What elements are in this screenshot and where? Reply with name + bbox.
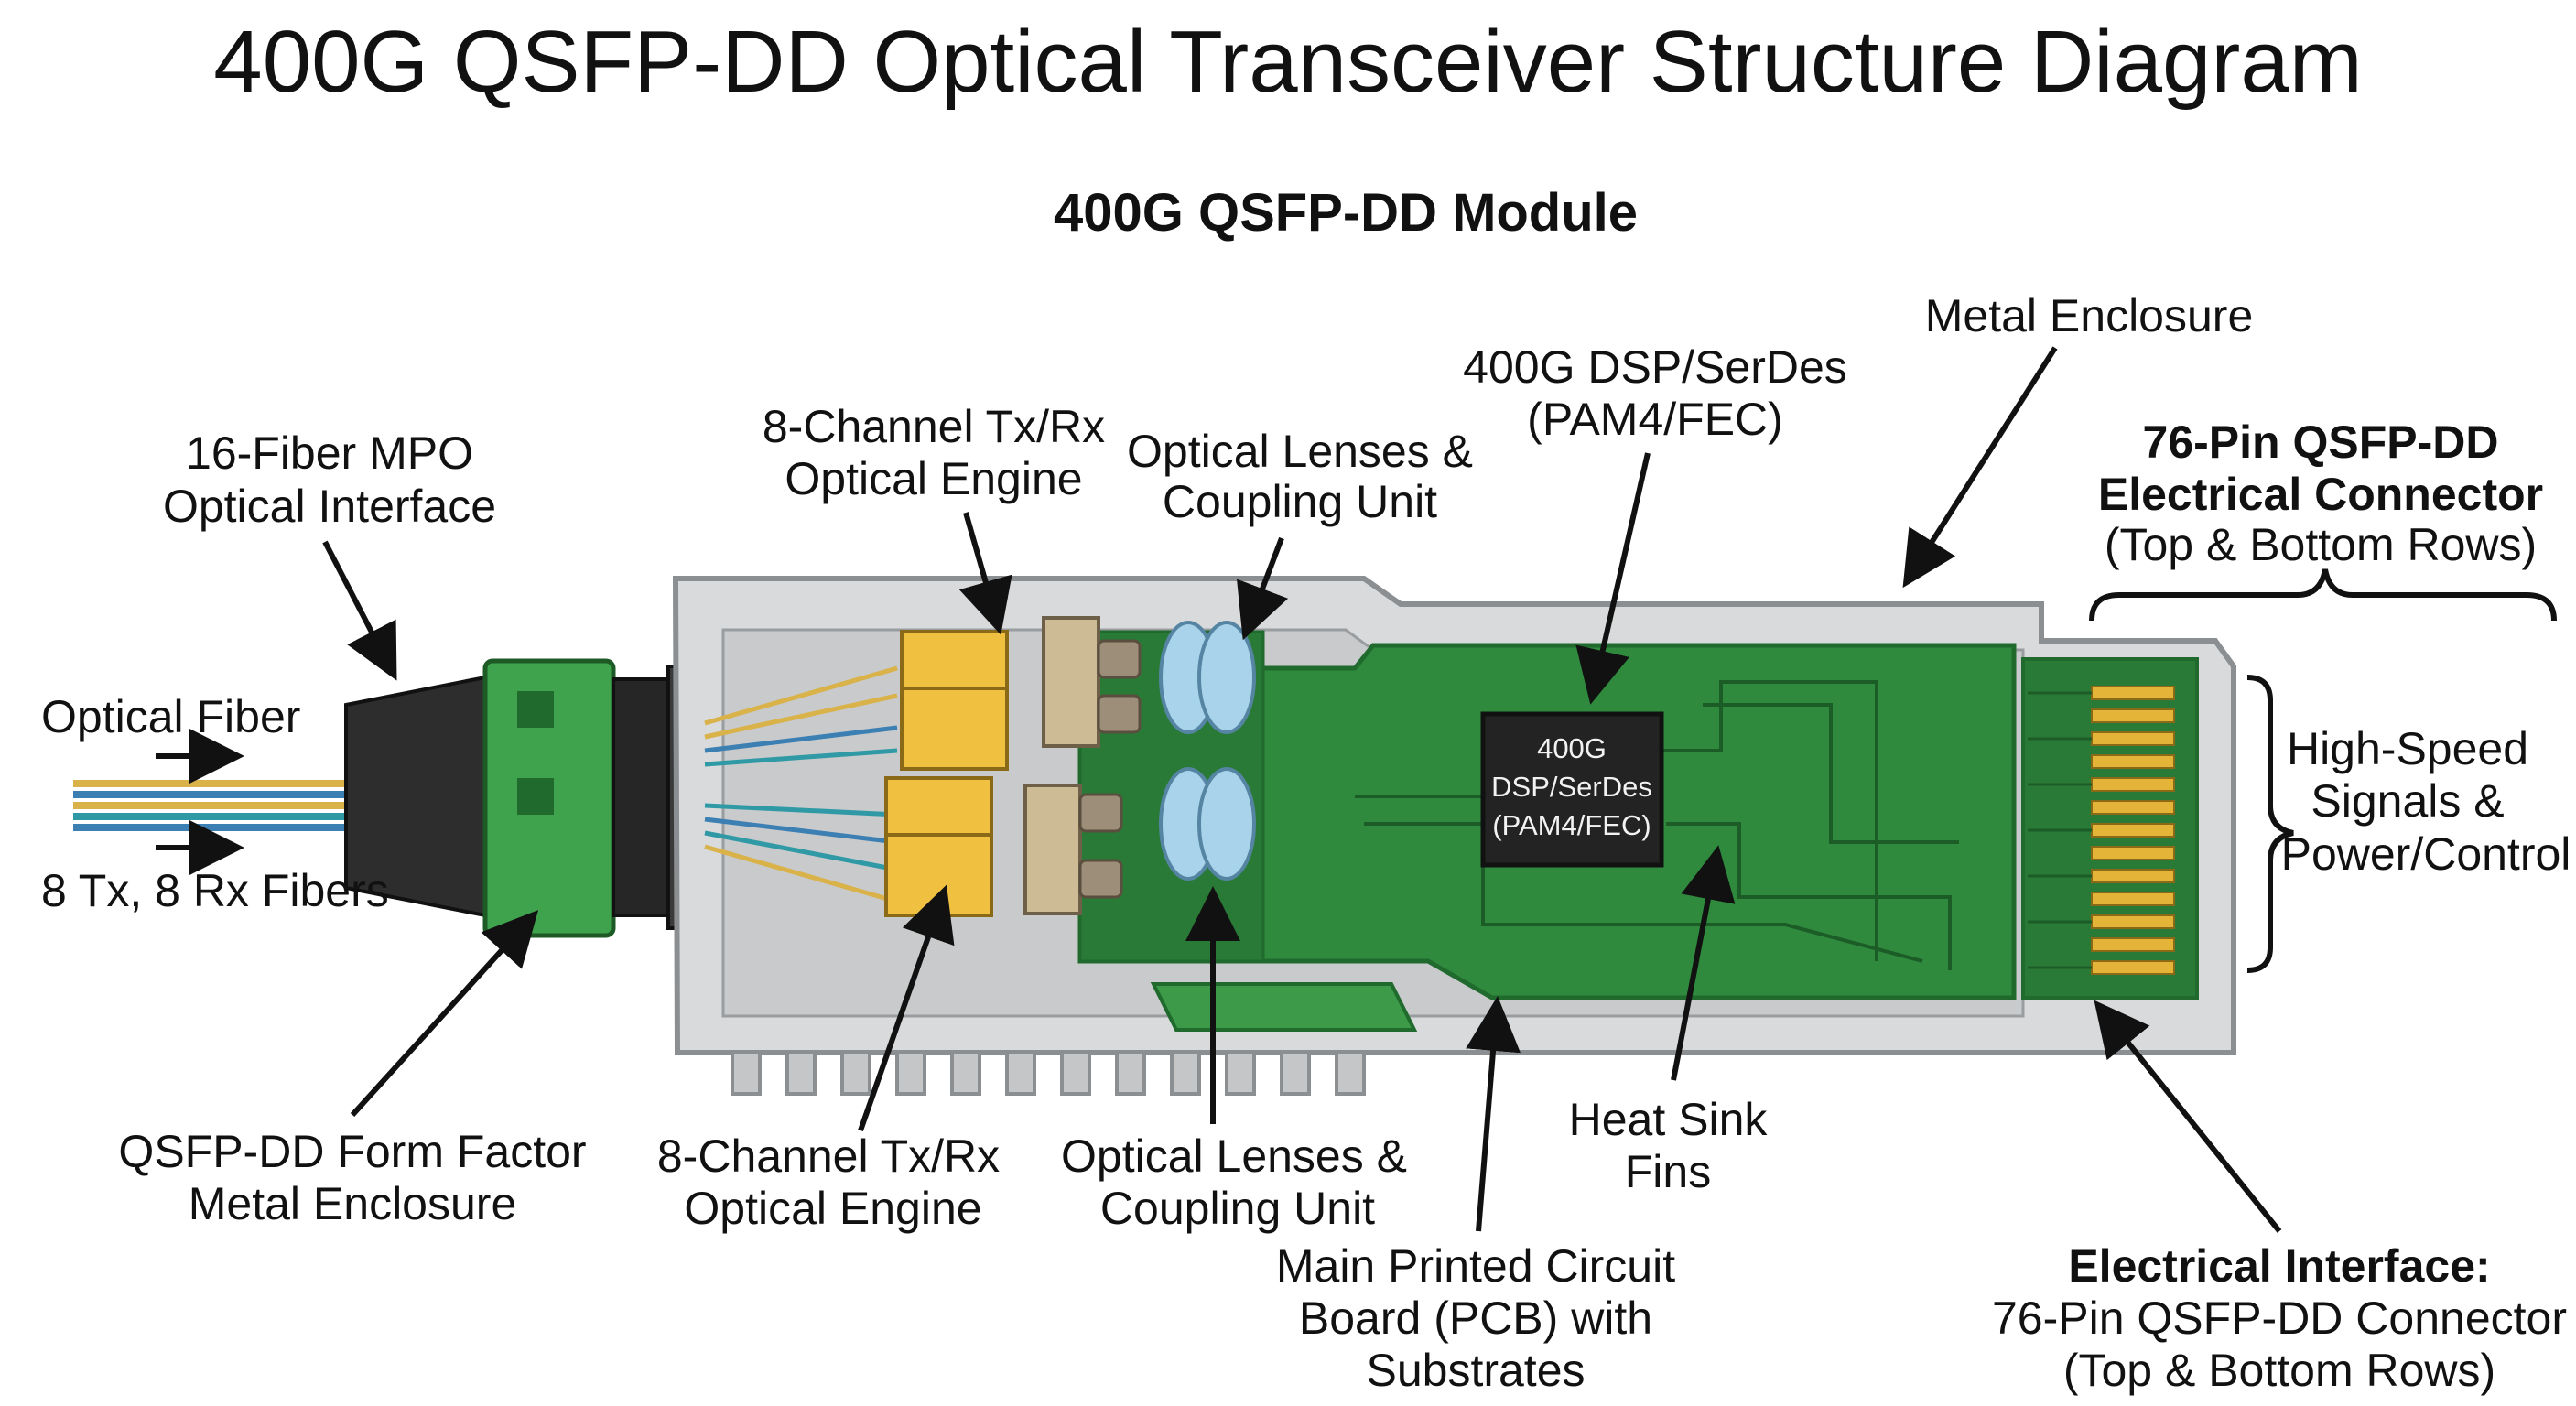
- lens-bottom-label-1: Optical Lenses &: [1061, 1130, 1407, 1182]
- heat-sink-label-2: Fins: [1625, 1146, 1711, 1197]
- optical-engine-top: [900, 630, 1009, 771]
- pcb-arrow: [1466, 996, 1521, 1232]
- engine-mounts: [1023, 616, 1100, 915]
- pcb-label-1: Main Printed Circuit: [1276, 1240, 1675, 1292]
- fibers-count-label: 8 Tx, 8 Rx Fibers: [41, 865, 389, 916]
- optical-fiber-label: Optical Fiber: [41, 691, 300, 742]
- engine-bottom-label-1: 8-Channel Tx/Rx: [657, 1130, 1000, 1182]
- lens-bottom-label-2: Coupling Unit: [1100, 1183, 1375, 1234]
- mpo-label-2: Optical Interface: [163, 481, 496, 532]
- electrical-interface-label-1: Electrical Interface:: [2068, 1240, 2490, 1292]
- mpo-arrow: [322, 540, 397, 681]
- chip-line-3: (PAM4/FEC): [1492, 809, 1651, 841]
- lens-top-label-1: Optical Lenses &: [1127, 426, 1473, 477]
- optical-engine-bottom: [884, 776, 993, 917]
- engine-top-label-2: Optical Engine: [785, 453, 1082, 504]
- electrical-interface-label-2: 76-Pin QSFP-DD Connector: [1992, 1292, 2567, 1344]
- pcb-traces: [1355, 680, 1959, 970]
- optical-fiber-bundle: [73, 780, 357, 831]
- electrical-interface-arrow: [2094, 1000, 2282, 1233]
- pcb-label-2: Board (PCB) with: [1299, 1292, 1652, 1344]
- high-speed-label-3: Power/Control: [2281, 828, 2571, 880]
- connector-top-label-1: 76-Pin QSFP-DD: [2143, 416, 2499, 468]
- module-title: 400G QSFP-DD Module: [1054, 183, 1638, 243]
- internal-fibers: [704, 665, 898, 904]
- connector-top-label-2: Electrical Connector: [2098, 469, 2543, 520]
- connector-traces: [2028, 691, 2092, 969]
- mpo-latch-top: [517, 691, 554, 728]
- connector-top-label-3: (Top & Bottom Rows): [2105, 519, 2537, 570]
- coupling-lenses: [1159, 621, 1256, 881]
- engine-top-arrow: [958, 512, 1012, 635]
- mount-screws: [1078, 639, 1142, 899]
- lens-top-label-2: Coupling Unit: [1163, 476, 1437, 527]
- dsp-arrow: [1575, 452, 1651, 705]
- connector-brace-top: [2089, 568, 2557, 622]
- form-factor-label-1: QSFP-DD Form Factor: [118, 1126, 586, 1177]
- dsp-label-2: (PAM4/FEC): [1527, 394, 1783, 445]
- signals-brace-right: [2246, 675, 2294, 973]
- engine-bottom-arrow: [858, 884, 955, 1131]
- form-factor-arrow: [350, 910, 539, 1118]
- mpo-collar: [612, 677, 670, 917]
- chip-line-2: DSP/SerDes: [1491, 771, 1652, 803]
- dsp-chip: [1480, 711, 1664, 868]
- mpo-latch-bottom: [517, 778, 554, 815]
- heat-sink-fins: [731, 1051, 1366, 1096]
- high-speed-label-1: High-Speed: [2287, 723, 2528, 774]
- dsp-label-1: 400G DSP/SerDes: [1463, 341, 1847, 393]
- form-factor-label-2: Metal Enclosure: [189, 1178, 517, 1229]
- metal-enclosure-label: Metal Enclosure: [1925, 290, 2254, 341]
- heat-sink-label-1: Heat Sink: [1569, 1094, 1769, 1145]
- metal-enclosure-arrow: [1902, 346, 2058, 589]
- gold-contact-pins: [2091, 686, 2175, 975]
- page-title: 400G QSFP-DD Optical Transceiver Structu…: [213, 13, 2362, 111]
- heat-sink-arrow: [1671, 845, 1736, 1081]
- pcb-label-3: Substrates: [1366, 1345, 1585, 1396]
- engine-top-label-1: 8-Channel Tx/Rx: [763, 401, 1105, 452]
- electrical-interface-label-3: (Top & Bottom Rows): [2063, 1345, 2495, 1396]
- mpo-label-1: 16-Fiber MPO: [186, 427, 473, 479]
- chip-line-1: 400G: [1537, 732, 1607, 764]
- lens-top-arrow: [1237, 536, 1289, 641]
- engine-bottom-label-2: Optical Engine: [684, 1183, 981, 1234]
- high-speed-label-2: Signals &: [2311, 775, 2504, 827]
- pcb-substrate: [1150, 982, 1418, 1032]
